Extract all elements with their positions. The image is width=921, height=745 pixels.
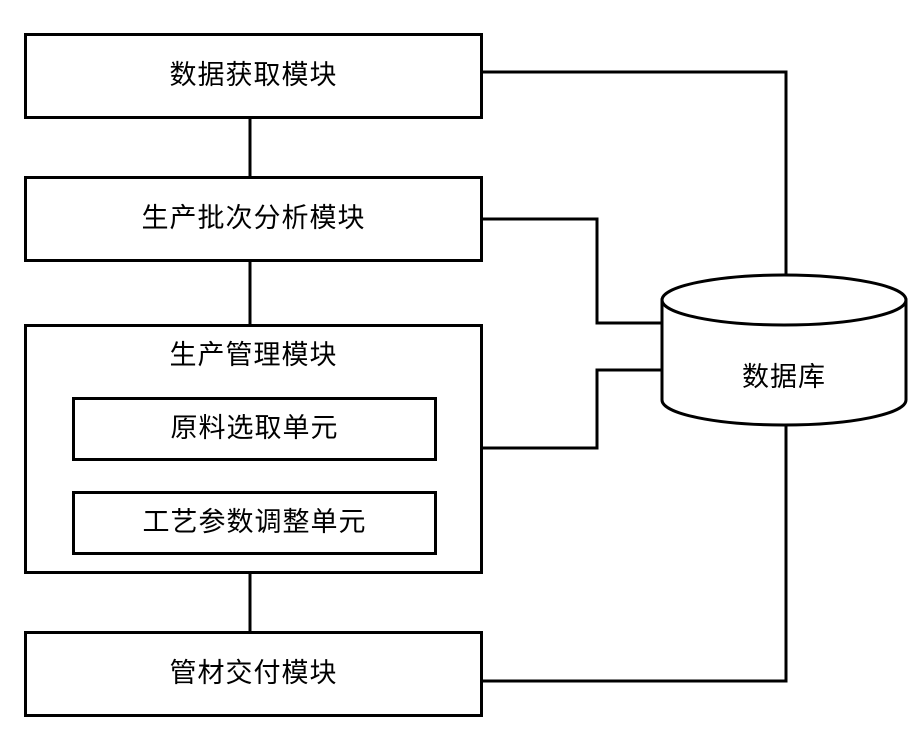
node-label-database: 数据库	[742, 362, 826, 393]
connector-delivery-to-database	[483, 425, 788, 683]
connector-acquisition-to-database	[483, 70, 788, 277]
node-process-parameter-adjustment-unit[interactable]: 工艺参数调整单元	[72, 491, 437, 555]
node-pipe-delivery-module[interactable]: 管材交付模块	[24, 631, 483, 717]
connector-batch-analysis-to-database	[483, 217, 666, 325]
connector-management-to-database	[483, 368, 664, 450]
node-data-acquisition-module[interactable]: 数据获取模块	[24, 33, 483, 119]
node-production-batch-analysis-module[interactable]: 生产批次分析模块	[24, 176, 483, 262]
database-cylinder-shape	[660, 273, 908, 427]
node-label-production-batch-analysis-module: 生产批次分析模块	[141, 203, 366, 235]
node-raw-material-selection-unit[interactable]: 原料选取单元	[72, 397, 437, 461]
node-label-data-acquisition-module: 数据获取模块	[169, 60, 338, 92]
node-label-process-parameter-adjustment-unit: 工艺参数调整单元	[142, 507, 367, 539]
node-label-raw-material-selection-unit: 原料选取单元	[170, 413, 339, 445]
node-label-production-management-module: 生产管理模块	[169, 340, 338, 371]
node-label-pipe-delivery-module: 管材交付模块	[169, 658, 338, 690]
